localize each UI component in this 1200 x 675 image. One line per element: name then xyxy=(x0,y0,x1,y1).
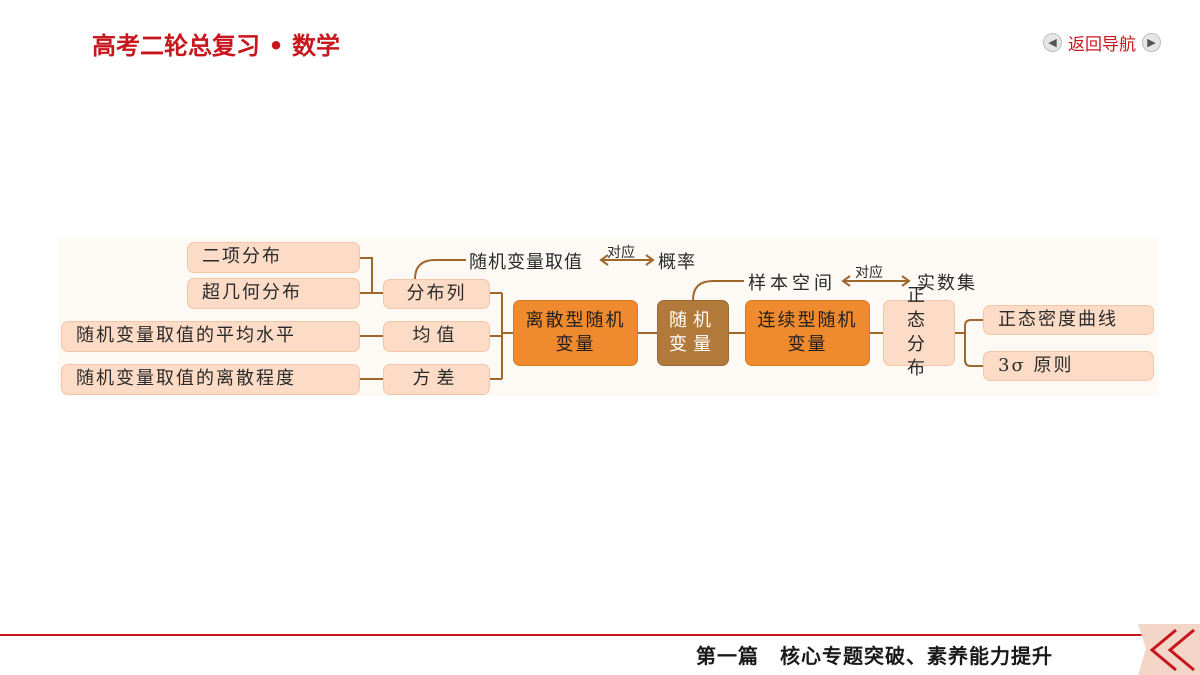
node-continuous-random-variable: 连续型随机变量 xyxy=(745,300,870,366)
node-binomial: 二项分布 xyxy=(187,242,360,273)
label-probability: 概率 xyxy=(658,252,696,273)
node-three-sigma-rule: 3σ 原则 xyxy=(983,351,1154,381)
node-hypergeometric: 超几何分布 xyxy=(187,278,360,309)
node-mean-description: 随机变量取值的平均水平 xyxy=(61,321,360,352)
forward-arrow-icon[interactable]: ▶ xyxy=(1142,32,1161,52)
label-correspond-left: 对应 xyxy=(607,245,635,261)
node-normal-label: 正态分布 xyxy=(907,285,931,380)
node-discrete-random-variable: 离散型随机变量 xyxy=(513,300,638,366)
node-random-variable: 随机变量 xyxy=(657,300,729,366)
node-variance: 方差 xyxy=(383,364,490,395)
label-real-numbers: 实数集 xyxy=(917,273,977,294)
node-expectation: 均值 xyxy=(383,321,490,352)
return-nav-label[interactable]: 返回导航 xyxy=(1068,34,1136,55)
node-normal-density-curve: 正态密度曲线 xyxy=(983,305,1154,335)
return-nav[interactable]: ◀ 返回导航 ▶ xyxy=(1043,30,1161,55)
node-continuous-label: 连续型随机变量 xyxy=(757,309,858,355)
label-sample-space: 样本空间 xyxy=(748,273,836,294)
page-title: 高考二轮总复习 • 数学 xyxy=(92,32,341,60)
footer-divider xyxy=(0,634,1200,636)
node-discrete-label: 离散型随机变量 xyxy=(525,309,626,355)
back-arrow-icon[interactable]: ◀ xyxy=(1043,32,1062,52)
node-dispersion-description: 随机变量取值的离散程度 xyxy=(61,364,360,395)
node-distribution-list: 分布列 xyxy=(383,279,490,309)
chevron-left-decoration-icon xyxy=(1138,624,1200,675)
footer-section-title: 第一篇 核心专题突破、素养能力提升 xyxy=(696,644,1053,668)
label-random-variable-value: 随机变量取值 xyxy=(469,252,583,273)
node-random-variable-label: 随机变量 xyxy=(669,309,717,355)
node-normal-distribution: 正态分布 xyxy=(883,285,955,379)
label-correspond-right: 对应 xyxy=(855,265,883,281)
